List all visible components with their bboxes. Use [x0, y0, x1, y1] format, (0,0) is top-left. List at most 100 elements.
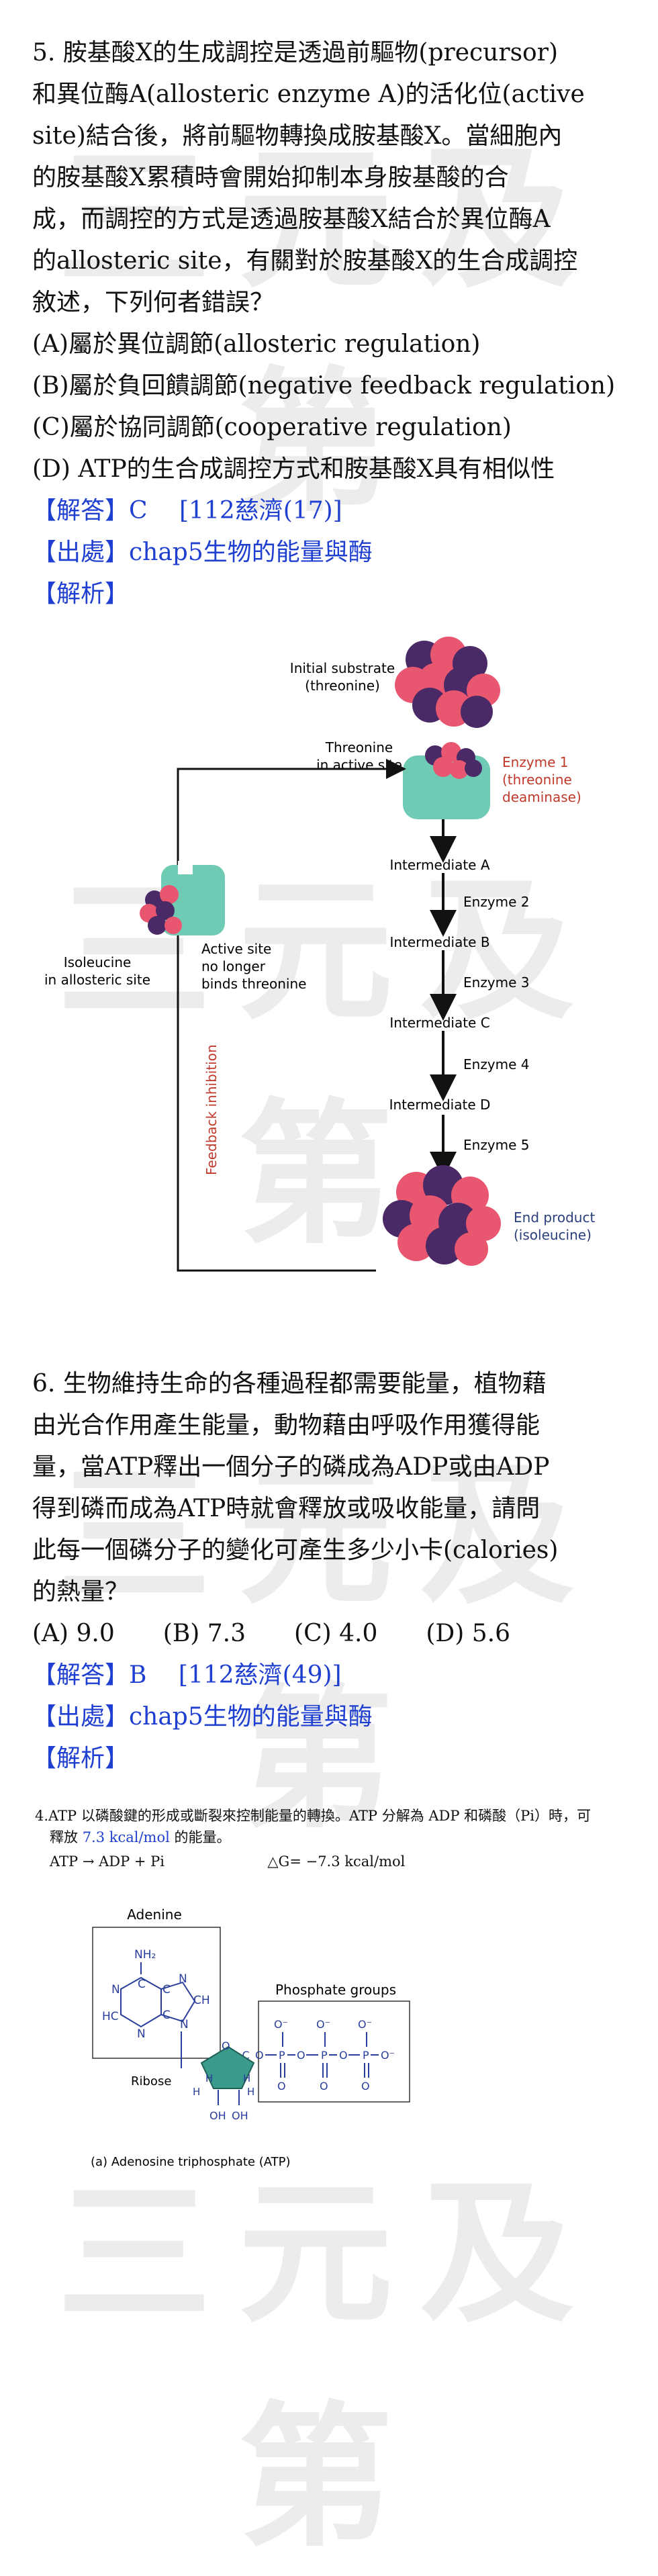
atom-o-minus: O⁻: [358, 2018, 372, 2031]
atom-o: O: [277, 2080, 286, 2092]
intermediate-a-label: Intermediate A: [389, 857, 489, 873]
watermark: 三元及第: [56, 862, 601, 1265]
q5-option-b: (B)屬於負回饋調節(negative feedback regulation): [32, 372, 616, 400]
atom-n: N: [179, 1972, 187, 1986]
atp-note-suffix: 的能量。: [174, 1829, 231, 1845]
atom-o: O: [361, 2080, 370, 2092]
intermediate-c-label: Intermediate C: [389, 1015, 489, 1031]
threonine-label: Threonine: [325, 739, 393, 755]
ribose-h: H: [193, 2086, 200, 2098]
intermediate-d-label: Intermediate D: [389, 1097, 491, 1113]
question-6: 6. 生物維持生命的各種過程都需要能量，植物藉 由光合作用產生能量，動物藉由呼吸…: [32, 1363, 637, 1780]
atp-equation: ATP → ADP + Pi △G= −7.3 kcal/mol: [35, 1851, 639, 1872]
adenine-label: Adenine: [127, 1906, 182, 1923]
active-site-note: binds threonine: [201, 976, 306, 992]
q6-source: 【出處】chap5生物的能量與酶: [32, 1703, 373, 1731]
atp-note: 4.ATP 以磷酸鍵的形成或斷裂來控制能量的轉換。ATP 分解為 ADP 和磷酸…: [35, 1805, 639, 1872]
ribose-ring: [181, 2031, 255, 2089]
watermark: 三元及第: [56, 2165, 601, 2568]
feedback-inhibition-figure: Initial substrate (threonine) Threonine …: [44, 637, 595, 1272]
q6-stem-line: 由光合作用產生能量，動物藉由呼吸作用獲得能: [32, 1412, 540, 1439]
end-product-label: (isoleucine): [514, 1227, 592, 1243]
q6-analysis: 【解析】: [32, 1745, 130, 1772]
atom-n: N: [137, 2027, 146, 2041]
q5-stem-line: site)結合後，將前驅物轉換成胺基酸X。當細胞內: [32, 122, 563, 150]
atp-note-line2: 釋放 7.3 kcal/mol 的能量。: [35, 1827, 639, 1848]
isoleucine-label: Isoleucine: [64, 954, 132, 970]
atom-p: P: [321, 2049, 328, 2062]
atom-o: O: [297, 2049, 306, 2062]
q5-option-c: (C)屬於協同調節(cooperative regulation): [32, 414, 512, 441]
feedback-inhibition-label: Feedback inhibition: [203, 1044, 220, 1175]
adenine-box: [92, 1927, 221, 2059]
atp-equation-right: △G= −7.3 kcal/mol: [267, 1853, 406, 1870]
q5-option-a: (A)屬於異位調節(allosteric regulation): [32, 330, 481, 358]
ribose-label: Ribose: [131, 2074, 171, 2088]
phosphate-groups-label: Phosphate groups: [275, 1982, 396, 1998]
enzyme-1-shape: [403, 742, 490, 819]
q5-source: 【出處】chap5生物的能量與酶: [32, 539, 373, 566]
q5-analysis: 【解析】: [32, 580, 130, 608]
ribose-oh: OH: [232, 2109, 248, 2122]
q5-answer: 【解答】C [112慈濟(17)]: [32, 497, 342, 524]
enzyme-1-label: deaminase): [502, 789, 581, 805]
initial-substrate-label: (threonine): [305, 678, 380, 694]
atom-hc: HC: [102, 2010, 119, 2023]
enzyme-2-label: Enzyme 2: [463, 894, 530, 910]
enzyme-1-label: (threonine: [502, 772, 572, 788]
q6-stem-line: 量，當ATP釋出一個分子的磷成為ADP或由ADP: [32, 1453, 550, 1481]
ribose-oh: OH: [209, 2109, 226, 2122]
atom-p: P: [279, 2049, 285, 2062]
question-5: 5. 胺基酸X的生成調控是透過前驅物(precursor) 和異位酶A(allo…: [32, 32, 637, 615]
phosphate-box: [258, 2000, 410, 2103]
watermark: 三元及第: [56, 130, 601, 533]
atp-note-prefix: 釋放: [50, 1829, 78, 1845]
active-site-note: no longer: [201, 958, 266, 974]
atom-n: N: [111, 1983, 120, 1996]
atp-note-line1: 4.ATP 以磷酸鍵的形成或斷裂來控制能量的轉換。ATP 分解為 ADP 和磷酸…: [35, 1808, 592, 1824]
atom-o: O: [320, 2080, 328, 2092]
q6-stem-line: 得到磷而成為ATP時就會釋放或吸收能量，請問: [32, 1495, 540, 1522]
q5-stem-line: 敘述，下列何者錯誤？: [32, 289, 275, 316]
intermediate-b-label: Intermediate B: [389, 934, 489, 950]
ribose-h: H: [247, 2086, 254, 2098]
q5-stem-line: 和異位酶A(allosteric enzyme A)的活化位(active: [32, 81, 585, 108]
enzyme-4-label: Enzyme 4: [463, 1056, 530, 1072]
ribose-o: O: [222, 2039, 230, 2052]
q5-stem-line: 成，而調控的方式是透過胺基酸X結合於異位酶A: [32, 205, 551, 233]
atom-ch: CH: [193, 1994, 210, 2007]
atom-p: P: [363, 2049, 369, 2062]
ribose-h: H: [243, 2072, 250, 2084]
atom-c: C: [138, 1978, 146, 1991]
atom-o: O: [339, 2049, 348, 2062]
atom-o-minus: O⁻: [316, 2018, 330, 2031]
enzyme-3-label: Enzyme 3: [463, 974, 530, 991]
enzyme-5-label: Enzyme 5: [463, 1137, 530, 1153]
atom-o-minus: O⁻: [274, 2018, 288, 2031]
atp-equation-left: ATP → ADP + Pi: [50, 1853, 165, 1870]
q6-options: (A) 9.0 (B) 7.3 (C) 4.0 (D) 5.6: [32, 1620, 511, 1647]
atp-structure-figure: Adenine NH₂ C N C N CH HC C N N Phosphat…: [91, 1906, 410, 2169]
initial-substrate-label: Initial substrate: [290, 660, 395, 676]
nh2-label: NH₂: [134, 1948, 156, 1962]
q5-option-d: (D) ATP的生合成調控方式和胺基酸X具有相似性: [32, 455, 555, 483]
threonine-label: in active site: [316, 757, 402, 773]
atp-energy-value: 7.3 kcal/mol: [82, 1829, 170, 1845]
watermark: 三元及第: [56, 1446, 601, 1849]
atom-c: C: [162, 1983, 171, 1996]
end-product-label: End product: [514, 1209, 595, 1226]
enzyme-1-label: Enzyme 1: [502, 754, 569, 770]
ribose-h: H: [205, 2072, 213, 2084]
q5-stem-line: 的allosteric site，有關對於胺基酸X的生合成調控: [32, 247, 578, 275]
q5-stem-line: 5. 胺基酸X的生成調控是透過前驅物(precursor): [32, 39, 558, 66]
atom-c: C: [162, 2009, 171, 2022]
isoleucine-label: in allosteric site: [44, 972, 150, 988]
q6-stem-line: 的熱量？: [32, 1578, 130, 1606]
initial-substrate-molecule: [395, 637, 500, 728]
q6-stem-line: 此每一個磷分子的變化可產生多少小卡(calories): [32, 1536, 559, 1564]
inhibited-enzyme-shape: [140, 861, 225, 935]
atom-n: N: [180, 2018, 189, 2031]
q6-answer: 【解答】B [112慈濟(49)]: [32, 1661, 342, 1689]
q6-stem-line: 6. 生物維持生命的各種過程都需要能量，植物藉: [32, 1370, 547, 1397]
atp-caption: (a) Adenosine triphosphate (ATP): [91, 2155, 291, 2169]
